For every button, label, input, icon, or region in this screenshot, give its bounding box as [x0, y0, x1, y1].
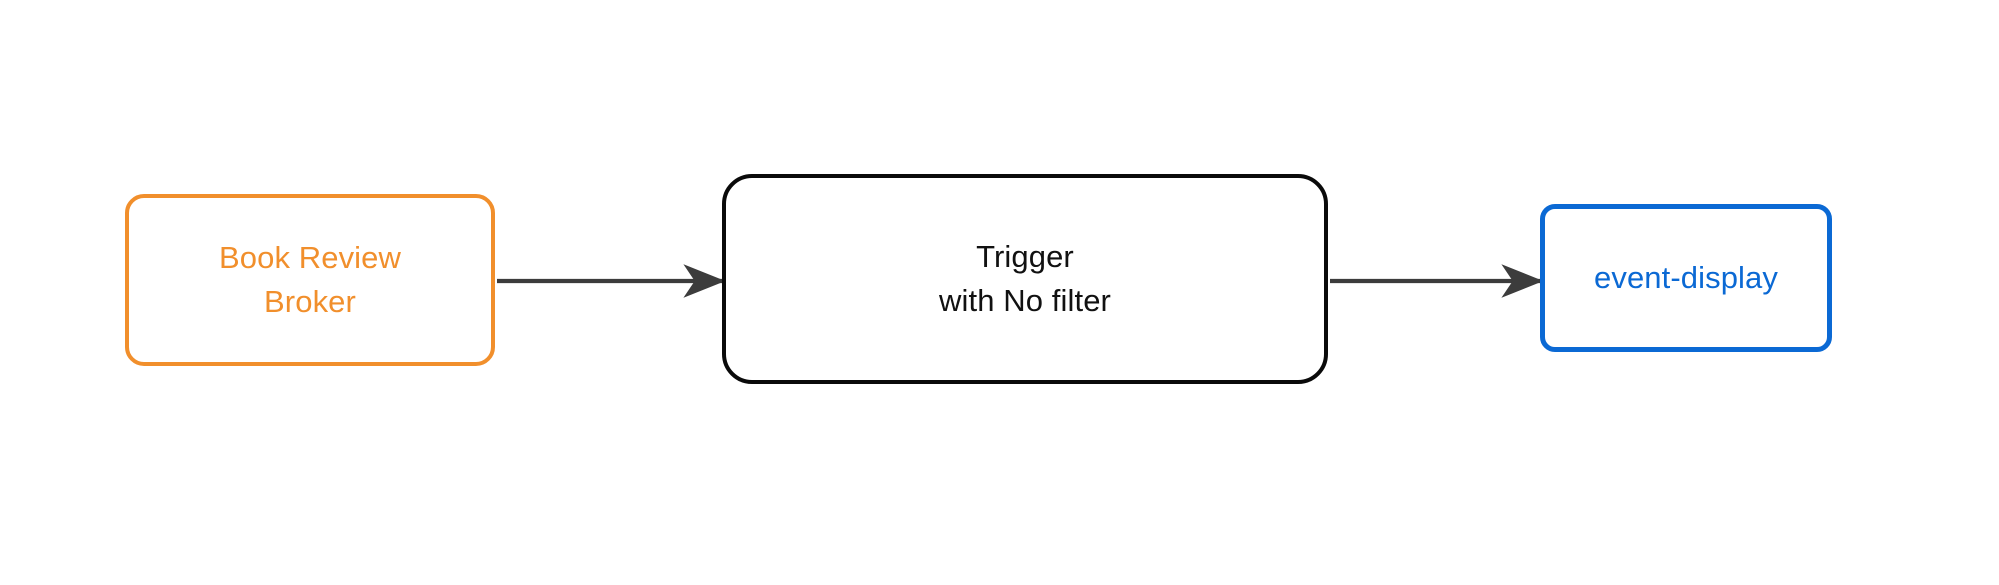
- node-label: Trigger with No filter: [939, 238, 1111, 318]
- node-book-review-broker[interactable]: Book Review Broker: [125, 194, 495, 366]
- node-event-display[interactable]: event-display: [1540, 204, 1832, 352]
- node-label: Book Review Broker: [218, 239, 401, 319]
- node-label: event-display: [1594, 259, 1778, 295]
- node-trigger-with-no-filter[interactable]: Trigger with No filter: [722, 174, 1328, 384]
